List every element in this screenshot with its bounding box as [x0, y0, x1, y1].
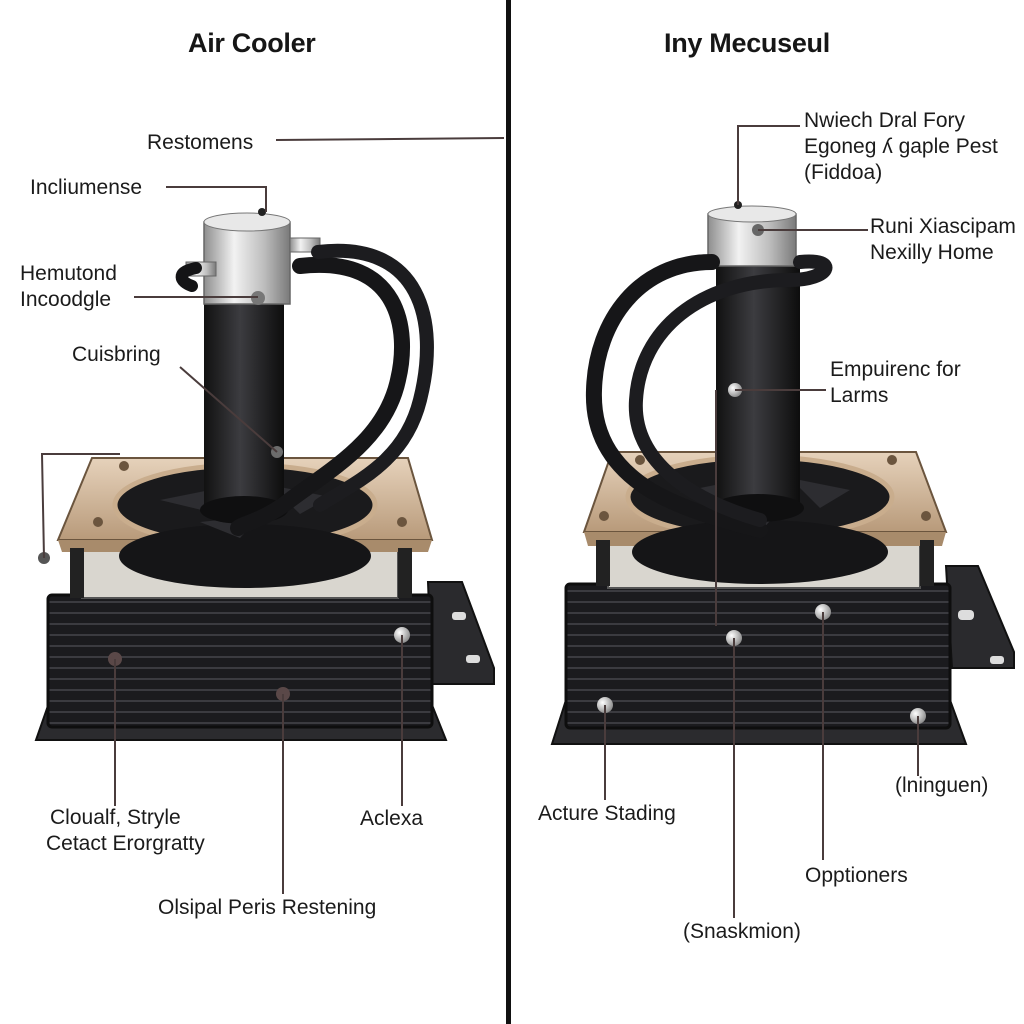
- label-nwiech: Nwiech Dral Fory Egoneg ʎ gaple Pest (Fi…: [804, 108, 998, 186]
- label-empuirenc-line2: Larms: [830, 384, 889, 407]
- label-hemutond-line2: Incoodgle: [20, 288, 112, 311]
- label-acture: Acture Stading: [538, 802, 676, 825]
- left-panel-title: Air Cooler: [188, 28, 316, 58]
- label-lninguen: (lninguen): [895, 774, 989, 797]
- label-empuirenc-line1: Empuirenc for: [830, 358, 961, 381]
- label-opptioners: Opptioners: [805, 864, 908, 887]
- label-empuirenc: Empuirenc for Larms: [830, 357, 961, 409]
- label-runi-line1: Runi Xiascipam: [870, 215, 1016, 238]
- label-cloualf-line1: Cloualf, Stryle: [50, 806, 181, 829]
- right-panel-title: Iny Mecuseul: [664, 28, 830, 58]
- label-nwiech-line1: Nwiech Dral Fory: [804, 109, 966, 132]
- label-olsipal: Olsipal Peris Restening: [158, 896, 377, 919]
- panel-divider: [506, 0, 511, 1024]
- right-cooler-illustration: [550, 201, 1015, 745]
- label-hemutond-line1: Hemutond: [20, 262, 117, 285]
- label-runi-line2: Nexilly Home: [870, 241, 994, 264]
- label-restomens: Restomens: [147, 131, 254, 154]
- right-leader-lines: [604, 125, 919, 918]
- label-cloualf-line2: Cetact Erorgratty: [46, 832, 205, 855]
- label-hemutond: Hemutond Incoodgle: [20, 261, 117, 313]
- label-incliumense: Incliumense: [30, 176, 143, 199]
- label-cloualf: Cloualf, Stryle Cetact Erorgratty: [46, 805, 205, 857]
- label-snaskmion: (Snaskmion): [683, 920, 801, 943]
- label-cuisbring: Cuisbring: [72, 343, 161, 366]
- label-aclexa: Aclexa: [360, 807, 424, 830]
- label-nwiech-line2: Egoneg ʎ gaple Pest: [804, 135, 998, 158]
- left-cooler-illustration: [34, 208, 495, 741]
- label-nwiech-line3: (Fiddoa): [804, 161, 883, 184]
- left-leader-lines: [40, 137, 505, 894]
- label-runi: Runi Xiascipam Nexilly Home: [870, 214, 1016, 266]
